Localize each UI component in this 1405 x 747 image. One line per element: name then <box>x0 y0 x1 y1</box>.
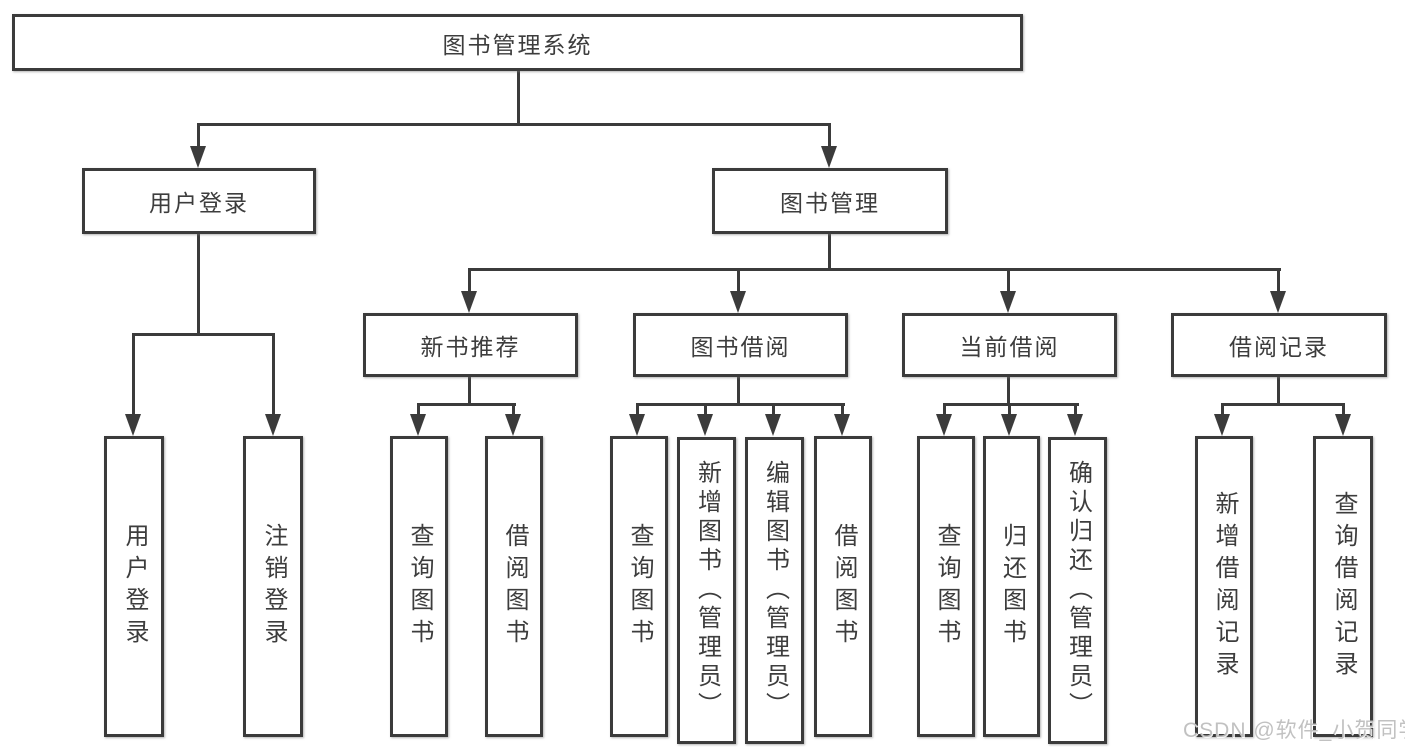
node-label: 借阅图书 <box>501 522 528 651</box>
leaf-borrow-books-recommend: 借阅图书 <box>485 436 543 737</box>
arrow-down-icon <box>629 414 645 436</box>
leaf-logout: 注销登录 <box>243 436 303 737</box>
node-label: 当前借阅 <box>959 334 1060 360</box>
node-label: 图书借阅 <box>690 334 791 360</box>
connector-line <box>1277 268 1280 293</box>
node-root-system: 图书管理系统 <box>12 14 1023 71</box>
arrow-down-icon <box>1067 414 1083 436</box>
arrow-down-icon <box>834 414 850 436</box>
connector-line <box>132 333 275 336</box>
connector-line <box>197 123 831 126</box>
arrow-down-icon <box>125 414 141 436</box>
arrow-down-icon <box>765 414 781 436</box>
arrow-down-icon <box>461 291 477 313</box>
arrow-down-icon <box>1000 291 1016 313</box>
node-label: 查询图书 <box>406 522 433 651</box>
arrow-down-icon <box>1214 414 1230 436</box>
node-borrow-records: 借阅记录 <box>1171 313 1387 377</box>
node-label: 归还图书 <box>998 522 1026 651</box>
node-book-borrow: 图书借阅 <box>633 313 848 377</box>
leaf-add-borrow-record: 新增借阅记录 <box>1195 436 1253 737</box>
arrow-down-icon <box>265 414 281 436</box>
connector-line <box>636 403 639 416</box>
connector-line <box>197 123 200 148</box>
node-label: 用户登录 <box>121 522 148 651</box>
node-book-management: 图书管理 <box>712 168 948 234</box>
node-label: 查询图书 <box>626 522 653 651</box>
connector-line <box>512 403 515 416</box>
node-label: 用户登录 <box>149 190 249 216</box>
connector-line <box>1277 376 1280 406</box>
node-label: 新增借阅记录 <box>1211 490 1238 683</box>
node-user-login: 用户登录 <box>82 168 316 234</box>
connector-line <box>1221 403 1345 406</box>
arrow-down-icon <box>821 146 837 168</box>
leaf-add-book-admin: 新增图书（管理员） <box>677 437 736 744</box>
connector-line <box>841 403 844 416</box>
connector-line <box>636 403 845 406</box>
connector-line <box>943 403 1079 406</box>
connector-line <box>1007 376 1010 406</box>
leaf-query-books-recommend: 查询图书 <box>390 436 448 737</box>
connector-line <box>1074 403 1077 416</box>
leaf-borrow-books-2: 借阅图书 <box>814 436 872 737</box>
node-current-borrow: 当前借阅 <box>902 313 1117 377</box>
arrow-down-icon <box>190 146 206 168</box>
arrow-down-icon <box>505 414 521 436</box>
connector-line <box>417 403 420 416</box>
node-label: 编辑图书（管理员） <box>761 460 789 721</box>
arrow-down-icon <box>1001 414 1017 436</box>
connector-line <box>943 403 946 416</box>
connector-line <box>468 268 1281 271</box>
arrow-down-icon <box>697 414 713 436</box>
connector-line <box>1342 403 1345 416</box>
connector-line <box>828 233 831 271</box>
node-label: 图书管理系统 <box>442 31 593 58</box>
node-label: 借阅记录 <box>1229 334 1329 360</box>
leaf-user-login: 用户登录 <box>104 436 164 737</box>
connector-line <box>132 333 135 416</box>
arrow-down-icon <box>730 291 746 313</box>
connector-line <box>704 403 707 416</box>
arrow-down-icon <box>936 414 952 436</box>
connector-line <box>772 403 775 416</box>
leaf-confirm-return-admin: 确认归还（管理员） <box>1048 437 1107 744</box>
connector-line <box>468 268 471 293</box>
arrow-down-icon <box>1335 414 1351 436</box>
connector-line <box>737 268 740 293</box>
arrow-down-icon <box>410 414 426 436</box>
connector-line <box>197 232 200 336</box>
node-label: 新增图书（管理员） <box>693 460 721 721</box>
node-label: 新书推荐 <box>420 334 521 360</box>
connector-line <box>1007 268 1010 293</box>
leaf-query-books-current: 查询图书 <box>917 436 975 737</box>
connector-line <box>517 70 520 126</box>
node-label: 确认归还（管理员） <box>1064 460 1092 721</box>
leaf-edit-book-admin: 编辑图书（管理员） <box>745 437 804 744</box>
leaf-query-borrow-record: 查询借阅记录 <box>1313 436 1373 737</box>
connector-line <box>272 333 275 416</box>
connector-line <box>468 376 471 406</box>
node-label: 查询借阅记录 <box>1330 490 1357 683</box>
connector-line <box>737 376 740 406</box>
csdn-watermark: CSDN @软件_小贺同学 <box>1183 719 1405 742</box>
node-label: 借阅图书 <box>830 522 857 651</box>
connector-line <box>1221 403 1224 416</box>
node-new-book-recommend: 新书推荐 <box>363 313 578 377</box>
connector-line <box>1008 403 1011 416</box>
connector-line <box>417 403 516 406</box>
node-label: 图书管理 <box>780 190 880 216</box>
arrow-down-icon <box>1270 291 1286 313</box>
node-label: 注销登录 <box>260 522 287 651</box>
connector-line <box>828 123 831 148</box>
node-label: 查询图书 <box>933 522 960 651</box>
leaf-query-books-borrow: 查询图书 <box>610 436 668 737</box>
leaf-return-book: 归还图书 <box>983 436 1040 737</box>
